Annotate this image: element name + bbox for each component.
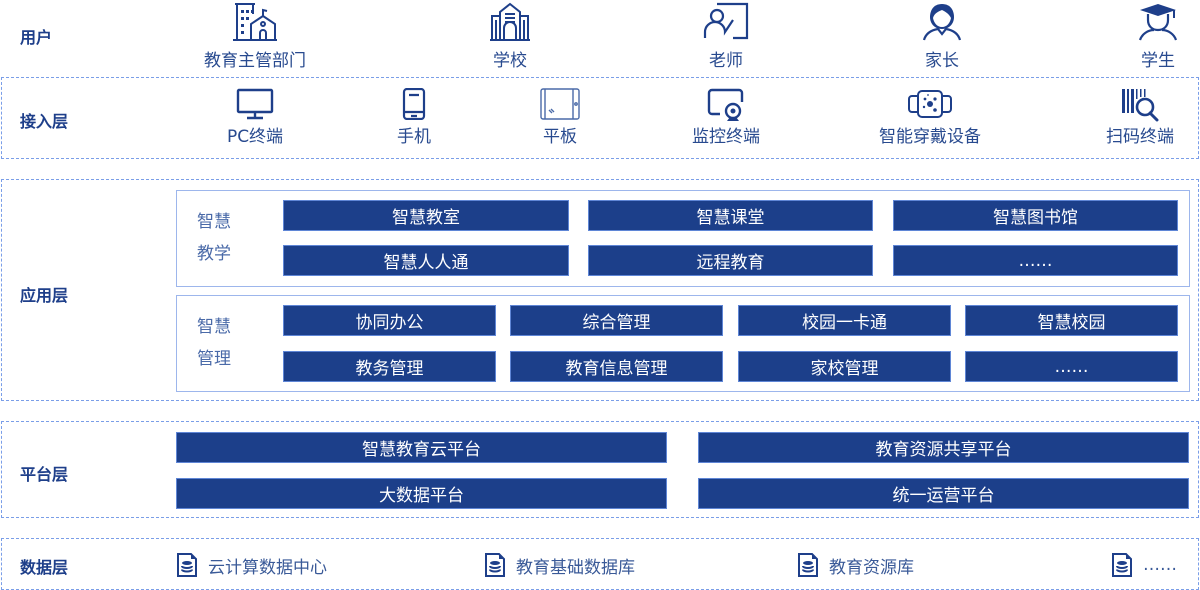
- access-layer: [1, 77, 1199, 159]
- app-smart-lecture[interactable]: 智慧课堂: [588, 200, 873, 231]
- parent-icon: [922, 4, 962, 41]
- data-label: ……: [1143, 555, 1177, 575]
- user-student[interactable]: 学生: [1118, 2, 1198, 71]
- app-smart-campus[interactable]: 智慧校园: [965, 305, 1178, 336]
- platform-smart-education-cloud[interactable]: 智慧教育云平台: [176, 432, 667, 463]
- data-label: 云计算数据中心: [208, 557, 327, 578]
- access-label: 扫码终端: [1106, 127, 1174, 147]
- user-education-authority[interactable]: 教育主管部门: [190, 2, 320, 71]
- platform-unified-operation[interactable]: 统一运营平台: [698, 478, 1189, 509]
- student-icon: [1138, 4, 1178, 41]
- application-layer: [1, 179, 1199, 401]
- user-label: 学校: [493, 51, 527, 71]
- user-parent[interactable]: 家长: [902, 2, 982, 71]
- teacher-icon: [703, 2, 749, 40]
- app-remote-education[interactable]: 远程教育: [588, 245, 873, 276]
- database-file-icon: [177, 553, 197, 577]
- data-more[interactable]: ……: [1111, 552, 1177, 578]
- data-label: 教育基础数据库: [516, 557, 635, 578]
- access-monitoring-terminal[interactable]: 监控终端: [676, 88, 776, 147]
- smartwatch-icon: [908, 90, 952, 118]
- layer-label-application: 应用层: [20, 286, 69, 305]
- access-scan-terminal[interactable]: 扫码终端: [1090, 88, 1190, 147]
- access-label: 平板: [543, 127, 577, 147]
- user-label: 学生: [1141, 51, 1175, 71]
- user-school[interactable]: 学校: [470, 2, 550, 71]
- app-smart-classroom[interactable]: 智慧教室: [283, 200, 569, 231]
- smart-management-title: 智慧 管理: [197, 311, 237, 375]
- tablet-icon: [540, 88, 580, 120]
- app-integrated-management[interactable]: 综合管理: [510, 305, 723, 336]
- data-education-resource-library[interactable]: 教育资源库: [797, 552, 914, 578]
- app-academic-affairs[interactable]: 教务管理: [283, 351, 496, 382]
- access-pc-terminal[interactable]: PC终端: [205, 88, 305, 147]
- layer-label-platform: 平台层: [20, 465, 69, 484]
- barcode-scan-icon: [1122, 89, 1159, 122]
- layer-label-access: 接入层: [20, 112, 69, 131]
- group-title-line: 智慧: [197, 317, 231, 337]
- database-file-icon: [798, 553, 818, 577]
- app-smart-library[interactable]: 智慧图书馆: [893, 200, 1178, 231]
- smart-management-group: [176, 295, 1190, 392]
- layer-label-users: 用户: [20, 28, 53, 47]
- group-title-line: 教学: [197, 244, 231, 264]
- access-label: PC终端: [226, 127, 284, 147]
- group-title-line: 智慧: [197, 212, 231, 232]
- data-education-basic-database[interactable]: 教育基础数据库: [484, 552, 635, 578]
- app-home-school-management[interactable]: 家校管理: [738, 351, 951, 382]
- app-management-more[interactable]: ……: [965, 351, 1178, 382]
- app-smart-everyone-connect[interactable]: 智慧人人通: [283, 245, 569, 276]
- smart-teaching-title: 智慧 教学: [197, 206, 237, 270]
- app-campus-card[interactable]: 校园一卡通: [738, 305, 951, 336]
- access-smart-wearable[interactable]: 智能穿戴设备: [865, 88, 995, 147]
- access-label: 智能穿戴设备: [879, 127, 981, 147]
- monitor-icon: [236, 88, 274, 120]
- phone-icon: [402, 88, 426, 120]
- smart-teaching-group: [176, 190, 1190, 287]
- app-collaborative-office[interactable]: 协同办公: [283, 305, 496, 336]
- database-file-icon: [1112, 553, 1132, 577]
- app-education-info-management[interactable]: 教育信息管理: [510, 351, 723, 382]
- database-file-icon: [485, 553, 505, 577]
- user-label: 家长: [925, 51, 959, 71]
- platform-resource-sharing[interactable]: 教育资源共享平台: [698, 432, 1189, 463]
- app-teaching-more[interactable]: ……: [893, 245, 1178, 276]
- school-building-icon: [490, 2, 530, 41]
- camera-icon: [707, 88, 744, 121]
- access-label: 监控终端: [692, 127, 760, 147]
- access-label: 手机: [397, 127, 431, 147]
- layer-label-data: 数据层: [20, 558, 69, 577]
- access-tablet[interactable]: 平板: [520, 88, 600, 147]
- access-phone[interactable]: 手机: [374, 88, 454, 147]
- user-teacher[interactable]: 老师: [686, 2, 766, 71]
- platform-layer: [1, 421, 1199, 518]
- group-title-line: 管理: [197, 349, 231, 369]
- user-label: 老师: [709, 51, 743, 71]
- data-label: 教育资源库: [829, 557, 914, 578]
- user-label: 教育主管部门: [204, 51, 306, 71]
- data-cloud-computing-center[interactable]: 云计算数据中心: [176, 552, 327, 578]
- platform-big-data[interactable]: 大数据平台: [176, 478, 667, 509]
- government-building-icon: [233, 3, 277, 41]
